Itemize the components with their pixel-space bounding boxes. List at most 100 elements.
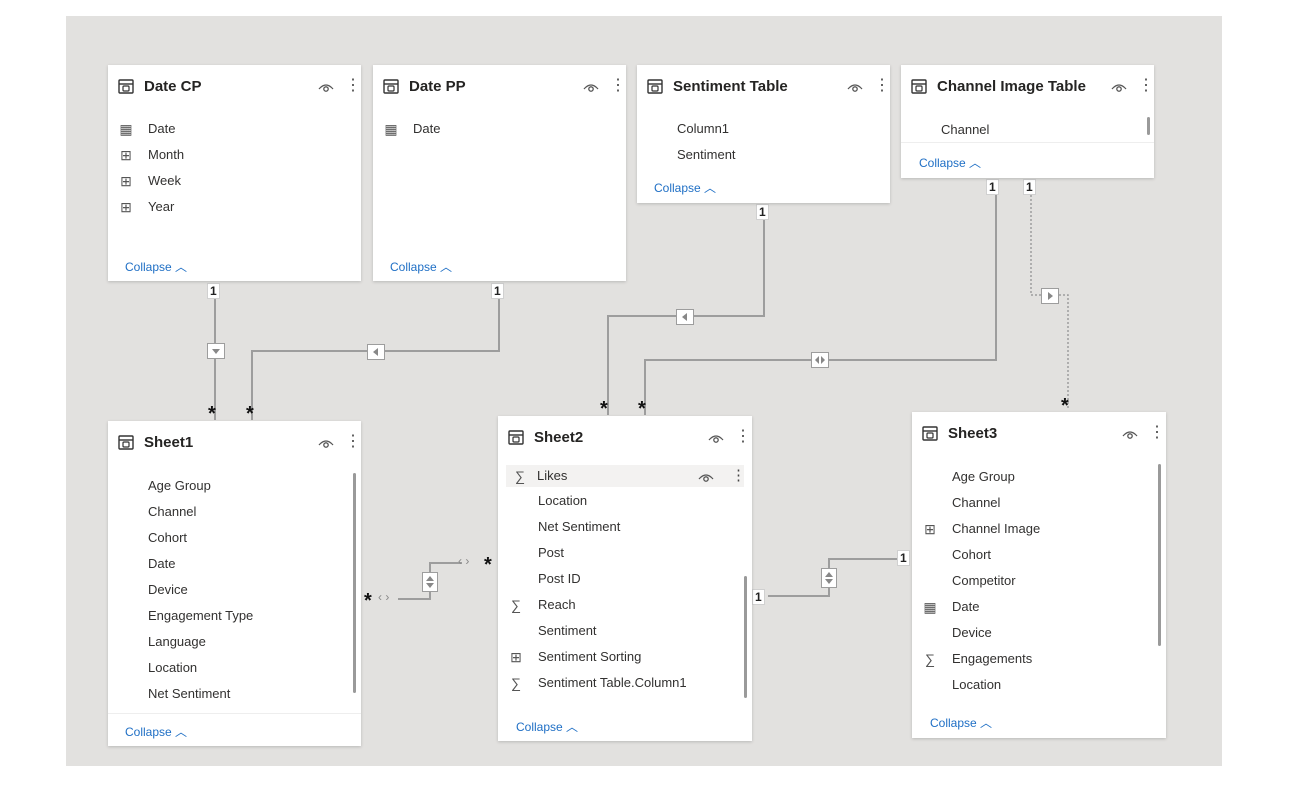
field-row[interactable]: ∑ Reach bbox=[498, 594, 740, 616]
calendar-icon: ▦ bbox=[119, 121, 133, 137]
table-card-sheet2[interactable]: Sheet2 ⋮ ∑ Likes ⋮ Location Net Sentimen… bbox=[498, 416, 752, 741]
table-icon bbox=[118, 435, 134, 450]
table-icon bbox=[383, 79, 399, 94]
field-label: Week bbox=[148, 173, 181, 188]
collapse-link[interactable]: Collapse ︿ bbox=[930, 714, 992, 731]
more-options-icon[interactable]: ⋮ bbox=[1138, 77, 1154, 94]
collapse-link[interactable]: Collapse ︿ bbox=[654, 179, 716, 196]
collapse-link[interactable]: Collapse ︿ bbox=[390, 258, 452, 275]
filter-direction-right-icon[interactable] bbox=[1041, 288, 1059, 304]
field-label: Net Sentiment bbox=[148, 686, 231, 701]
eye-icon[interactable] bbox=[698, 471, 714, 483]
eye-icon[interactable] bbox=[1122, 428, 1138, 440]
field-row[interactable]: ⊞ Month bbox=[108, 144, 361, 166]
table-card-date-pp[interactable]: Date PP ⋮ ▦ Date Collapse ︿ bbox=[373, 65, 626, 281]
table-card-sentiment-table[interactable]: Sentiment Table ⋮ Column1 Sentiment Coll… bbox=[637, 65, 890, 203]
collapse-label: Collapse bbox=[919, 156, 966, 170]
card-header[interactable]: Sheet2 ⋮ bbox=[498, 416, 752, 460]
field-row[interactable]: Device bbox=[108, 579, 349, 601]
field-row[interactable]: Post bbox=[498, 542, 740, 564]
field-row[interactable]: ∑ Engagements bbox=[912, 648, 1154, 670]
field-label: Reach bbox=[538, 597, 576, 612]
field-label: Location bbox=[538, 493, 588, 508]
filter-direction-both-icon[interactable] bbox=[811, 352, 829, 368]
field-row[interactable]: ∑ Sentiment Table.Column1 bbox=[498, 672, 740, 694]
cardinality-one-label: 1 bbox=[1023, 179, 1036, 195]
field-row[interactable]: Cohort bbox=[912, 544, 1154, 566]
eye-icon[interactable] bbox=[318, 81, 334, 93]
table-icon bbox=[922, 426, 938, 441]
card-header[interactable]: Channel Image Table ⋮ bbox=[901, 65, 1154, 109]
card-header[interactable]: Sentiment Table ⋮ bbox=[637, 65, 890, 109]
scrollbar[interactable] bbox=[1158, 464, 1161, 646]
collapse-link[interactable]: Collapse ︿ bbox=[125, 723, 187, 740]
field-row-hovered[interactable]: ∑ Likes ⋮ bbox=[506, 465, 746, 487]
field-row[interactable]: Device bbox=[912, 622, 1154, 644]
field-row[interactable]: ⊞ Sentiment Sorting bbox=[498, 646, 740, 668]
collapse-link[interactable]: Collapse ︿ bbox=[516, 718, 578, 735]
field-row[interactable]: Net Sentiment bbox=[108, 683, 349, 705]
field-row[interactable]: Sentiment bbox=[637, 144, 890, 166]
field-row[interactable]: Language bbox=[108, 631, 349, 653]
more-options-icon[interactable]: ⋮ bbox=[610, 77, 626, 94]
calendar-icon: ▦ bbox=[384, 121, 398, 137]
field-row[interactable]: ▦ Date bbox=[108, 118, 361, 140]
field-row[interactable]: Location bbox=[108, 657, 349, 679]
field-row[interactable]: Date bbox=[108, 553, 349, 575]
more-options-icon[interactable]: ⋮ bbox=[345, 77, 361, 94]
field-row[interactable]: Post ID bbox=[498, 568, 740, 590]
field-row[interactable]: ⊞ Week bbox=[108, 170, 361, 192]
filter-direction-left-icon[interactable] bbox=[367, 344, 385, 360]
eye-icon[interactable] bbox=[708, 432, 724, 444]
collapse-link[interactable]: Collapse ︿ bbox=[125, 258, 187, 275]
field-row[interactable]: ⊞ Channel Image bbox=[912, 518, 1154, 540]
eye-icon[interactable] bbox=[583, 81, 599, 93]
field-label: Month bbox=[148, 147, 185, 162]
card-header[interactable]: Sheet1 ⋮ bbox=[108, 421, 361, 465]
table-title: Sheet3 bbox=[948, 425, 998, 442]
table-card-sheet3[interactable]: Sheet3 ⋮ Age Group Channel ⊞ Channel Ima… bbox=[912, 412, 1166, 738]
filter-direction-left-icon[interactable] bbox=[676, 309, 694, 325]
field-row[interactable]: Net Sentiment bbox=[498, 516, 740, 538]
field-row[interactable]: ▦ Date bbox=[373, 118, 626, 140]
field-row[interactable]: Age Group bbox=[912, 466, 1154, 488]
field-row[interactable]: Channel bbox=[901, 119, 1154, 141]
table-card-channel-image-table[interactable]: Channel Image Table ⋮ Channel Collapse ︿ bbox=[901, 65, 1154, 178]
field-row[interactable]: Cohort bbox=[108, 527, 349, 549]
collapse-link[interactable]: Collapse ︿ bbox=[919, 154, 981, 171]
field-row[interactable]: ▦ Date bbox=[912, 596, 1154, 618]
sigma-icon: ∑ bbox=[511, 597, 521, 613]
filter-direction-updown-icon[interactable] bbox=[821, 568, 837, 588]
field-row[interactable]: Location bbox=[912, 674, 1154, 696]
chevron-up-icon: ︿ bbox=[704, 181, 717, 195]
field-row[interactable]: Channel bbox=[912, 492, 1154, 514]
scrollbar[interactable] bbox=[353, 473, 356, 693]
field-row[interactable]: Engagement Type bbox=[108, 605, 349, 627]
table-card-sheet1[interactable]: Sheet1 ⋮ Age Group Channel Cohort Date D… bbox=[108, 421, 361, 746]
more-options-icon[interactable]: ⋮ bbox=[731, 467, 746, 484]
eye-icon[interactable] bbox=[1111, 81, 1127, 93]
eye-icon[interactable] bbox=[318, 437, 334, 449]
more-options-icon[interactable]: ⋮ bbox=[735, 428, 751, 445]
card-header[interactable]: Sheet3 ⋮ bbox=[912, 412, 1166, 456]
field-row[interactable]: Location bbox=[498, 490, 740, 512]
field-label: Device bbox=[952, 625, 992, 640]
scrollbar[interactable] bbox=[1147, 117, 1150, 135]
field-row[interactable]: Sentiment bbox=[498, 620, 740, 642]
more-options-icon[interactable]: ⋮ bbox=[345, 433, 361, 450]
field-row[interactable]: Competitor bbox=[912, 570, 1154, 592]
field-row[interactable]: ⊞ Year bbox=[108, 196, 361, 218]
field-row[interactable]: Age Group bbox=[108, 475, 349, 497]
more-options-icon[interactable]: ⋮ bbox=[1149, 424, 1165, 441]
filter-direction-down-icon[interactable] bbox=[207, 343, 225, 359]
card-header[interactable]: Date PP ⋮ bbox=[373, 65, 626, 109]
table-card-date-cp[interactable]: Date CP ⋮ ▦ Date ⊞ Month ⊞ Week ⊞ Year C… bbox=[108, 65, 361, 281]
chevron-up-icon: ︿ bbox=[969, 156, 982, 170]
card-header[interactable]: Date CP ⋮ bbox=[108, 65, 361, 109]
eye-icon[interactable] bbox=[847, 81, 863, 93]
field-row[interactable]: Channel bbox=[108, 501, 349, 523]
more-options-icon[interactable]: ⋮ bbox=[874, 77, 890, 94]
scrollbar[interactable] bbox=[744, 576, 747, 698]
filter-direction-updown-icon[interactable] bbox=[422, 572, 438, 592]
field-row[interactable]: Column1 bbox=[637, 118, 890, 140]
